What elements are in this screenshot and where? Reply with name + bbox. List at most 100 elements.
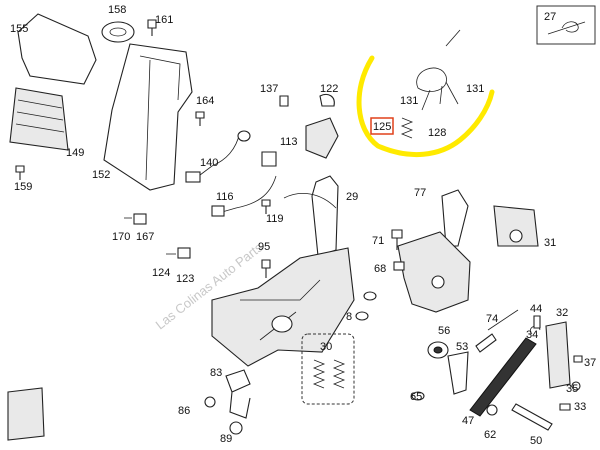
clip-part-27 (547, 21, 586, 35)
label-116: 116 (216, 191, 234, 203)
cover-panel-155 (17, 13, 97, 85)
harness-116 (221, 175, 277, 213)
label-83: 83 (210, 367, 222, 379)
cap-122 (319, 93, 335, 107)
ring-158 (101, 21, 135, 43)
label-140: 140 (200, 157, 218, 169)
label-123: 123 (176, 273, 194, 285)
label-37: 37 (584, 357, 596, 369)
nut-62 (486, 404, 498, 416)
label-71: 71 (372, 235, 384, 247)
label-47: 47 (462, 415, 474, 427)
label-35: 35 (566, 383, 578, 395)
column-29 (311, 175, 339, 257)
label-29: 29 (346, 191, 358, 203)
bracket-77 (397, 231, 471, 313)
label-95: 95 (258, 241, 270, 253)
label-31: 31 (544, 237, 556, 249)
bolt-86 (204, 396, 216, 408)
connector-140 (185, 171, 201, 183)
label-53: 53 (456, 341, 468, 353)
clip-123 (177, 247, 191, 259)
washer-65 (411, 391, 425, 401)
label-33: 33 (574, 401, 586, 413)
screw-159 (15, 165, 25, 180)
callout-box-125 (370, 117, 394, 135)
highlight-marker (356, 55, 495, 158)
key-ring-131 (416, 67, 447, 92)
label-74: 74 (486, 313, 498, 325)
spring-box-30 (301, 333, 355, 405)
label-27: 27 (544, 11, 556, 23)
label-128: 128 (428, 127, 446, 139)
screw-37 (573, 355, 583, 363)
label-152: 152 (92, 169, 110, 181)
sensor-140 (261, 151, 277, 167)
plug-140 (237, 130, 251, 142)
grommet-56-center (433, 346, 443, 354)
shroud-152-detail (139, 55, 181, 181)
label-164: 164 (196, 95, 214, 107)
clip-68 (393, 261, 405, 271)
gas-spring-74-end (475, 333, 497, 353)
gas-spring-74 (487, 309, 519, 331)
rack-47 (469, 337, 537, 417)
keys-131 (421, 81, 459, 111)
key-tag-131 (445, 29, 461, 47)
label-77: 77 (414, 187, 426, 199)
ring-158-inner (109, 27, 127, 37)
panel-149-slats (15, 99, 65, 133)
label-155: 155 (10, 23, 28, 35)
label-158: 158 (108, 4, 126, 16)
label-50: 50 (530, 435, 542, 447)
column-29-collar (283, 193, 337, 209)
label-44: 44 (530, 303, 542, 315)
nut-89 (229, 421, 243, 435)
label-131-left: 131 (400, 95, 418, 107)
switch-113 (305, 117, 339, 159)
washer-8b (355, 311, 369, 321)
panel-149 (9, 87, 69, 151)
label-68: 68 (374, 263, 386, 275)
label-122: 122 (320, 83, 338, 95)
bolt-71 (391, 229, 403, 250)
spring-128 (400, 117, 414, 139)
label-125: 125 (373, 121, 391, 133)
screw-161 (147, 19, 157, 36)
label-62: 62 (484, 429, 496, 441)
spring-30b (332, 359, 346, 389)
bolt-33 (559, 403, 571, 411)
harness-140 (195, 131, 241, 179)
unit-31-port (509, 229, 523, 243)
label-56: 56 (438, 325, 450, 337)
inset-box-27 (536, 5, 596, 45)
label-124: 124 (152, 267, 170, 279)
label-65: 65 (410, 391, 422, 403)
label-30: 30 (320, 341, 332, 353)
screw-95 (261, 259, 271, 278)
label-137: 137 (260, 83, 278, 95)
plug-137 (279, 95, 289, 107)
label-149: 149 (66, 147, 84, 159)
label-167: 167 (136, 231, 154, 243)
label-89: 89 (220, 433, 232, 445)
column-bracket (211, 247, 355, 367)
label-159: 159 (14, 181, 32, 193)
label-161: 161 (155, 14, 173, 26)
label-113: 113 (280, 136, 298, 148)
label-34: 34 (526, 329, 538, 341)
pin-50 (511, 403, 553, 431)
bracket-77-hole (431, 275, 445, 289)
washer-8a (363, 291, 377, 301)
ujoint-shaft (229, 391, 251, 419)
label-119: 119 (266, 213, 284, 225)
pin-44 (533, 315, 541, 329)
bracket-hole (271, 315, 293, 333)
screw-119 (261, 199, 271, 214)
spring-30a (312, 359, 326, 389)
label-8: 8 (346, 311, 352, 323)
truck-logo (7, 387, 45, 441)
label-86: 86 (178, 405, 190, 417)
